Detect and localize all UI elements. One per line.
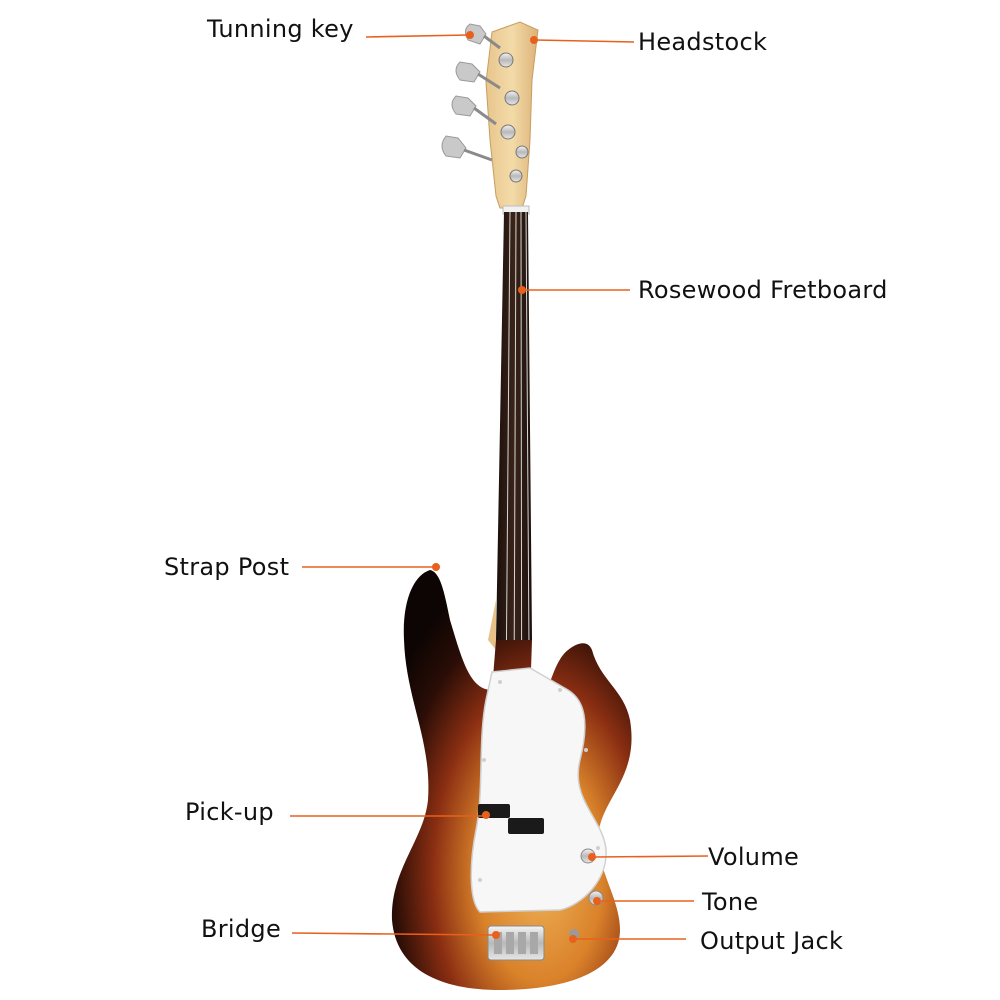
bridge bbox=[487, 925, 545, 961]
leader-tuning-key bbox=[365, 34, 469, 38]
label-tuning-key: Tunning key bbox=[207, 15, 354, 43]
label-headstock: Headstock bbox=[638, 28, 768, 56]
headstock bbox=[441, 21, 539, 215]
label-tone: Tone bbox=[702, 888, 759, 916]
callout-dots bbox=[432, 31, 601, 943]
leader-headstock bbox=[535, 39, 635, 43]
leader-bridge bbox=[291, 932, 495, 936]
label-volume: Volume bbox=[708, 843, 800, 871]
label-output-jack: Output Jack bbox=[700, 927, 844, 955]
leader-volume bbox=[593, 855, 709, 858]
label-strap-post: Strap Post bbox=[164, 553, 290, 581]
label-pickup: Pick-up bbox=[185, 798, 274, 826]
label-rosewood-fretboard: Rosewood Fretboard bbox=[638, 276, 888, 304]
leader-lines bbox=[290, 34, 709, 940]
body bbox=[391, 570, 632, 990]
label-bridge: Bridge bbox=[201, 915, 282, 943]
